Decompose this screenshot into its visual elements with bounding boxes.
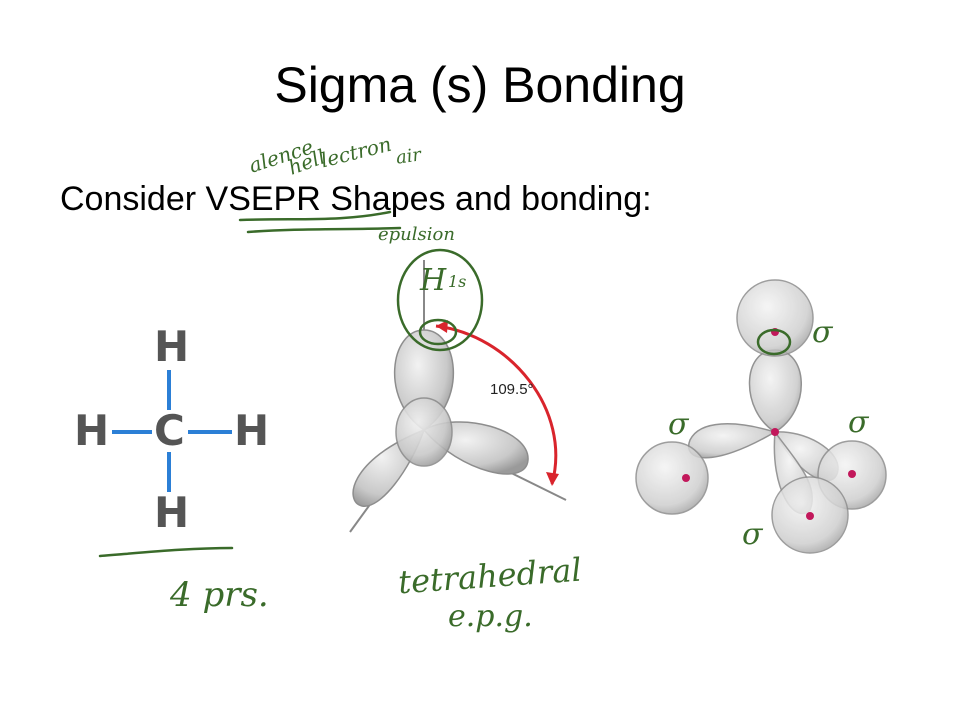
- methane-lewis-structure: H H C H H: [60, 300, 280, 540]
- hydrogen-nucleus-top: [771, 328, 779, 336]
- bond-top: [167, 370, 171, 410]
- annotation-electron: lectron: [318, 131, 394, 173]
- annotation-epg: e.p.g.: [448, 599, 533, 634]
- sigma-lobe-top: [748, 349, 802, 433]
- hydrogen-atom-right: H: [234, 406, 270, 455]
- hydrogen-nucleus-right: [848, 470, 856, 478]
- sigma-bond-orbital-diagram: [635, 279, 887, 554]
- slide-subtitle: Consider VSEPR Shapes and bonding:: [60, 180, 652, 218]
- annotation-sigma-top: σ: [812, 315, 833, 350]
- slide-title: Sigma (s) Bonding: [274, 57, 686, 113]
- bond-left: [112, 430, 152, 434]
- annotation-four-pairs: 4 prs.: [170, 575, 269, 615]
- annotation-hydrogen: H: [420, 263, 447, 298]
- annotation-sigma-bottom: σ: [742, 517, 763, 552]
- hydrogen-nucleus-bottom: [806, 512, 814, 520]
- annotation-pair: air: [394, 144, 423, 169]
- angle-arrowhead-top: [436, 320, 448, 333]
- tetrahedral-orbital-diagram: [349, 260, 567, 533]
- hydrogen-atom-bottom: H: [154, 488, 190, 537]
- angle-arrowhead-bottom: [546, 472, 559, 486]
- underline-lewis: [98, 546, 234, 558]
- hydrogen-atom-top: H: [154, 322, 190, 371]
- annotation-1s: 1s: [448, 272, 467, 291]
- hydrogen-sphere-left: [635, 441, 709, 515]
- annotation-repulsion: epulsion: [378, 224, 455, 245]
- annotation-sigma-left: σ: [668, 407, 689, 442]
- annotation-tetrahedral: tetrahedral: [396, 550, 583, 602]
- bond-angle-label: 109.5°: [490, 381, 534, 398]
- carbon-atom: C: [154, 406, 185, 455]
- sigma-lobe-left: [688, 423, 777, 459]
- annotation-sigma-right: σ: [848, 405, 869, 440]
- carbon-nucleus: [771, 428, 779, 436]
- hydrogen-nucleus-left: [682, 474, 690, 482]
- bond-right: [188, 430, 232, 434]
- bond-bottom: [167, 452, 171, 492]
- hydrogen-atom-left: H: [74, 406, 110, 455]
- hydrogen-sphere-top: [736, 279, 814, 357]
- orbital-lobe-back: [395, 397, 453, 467]
